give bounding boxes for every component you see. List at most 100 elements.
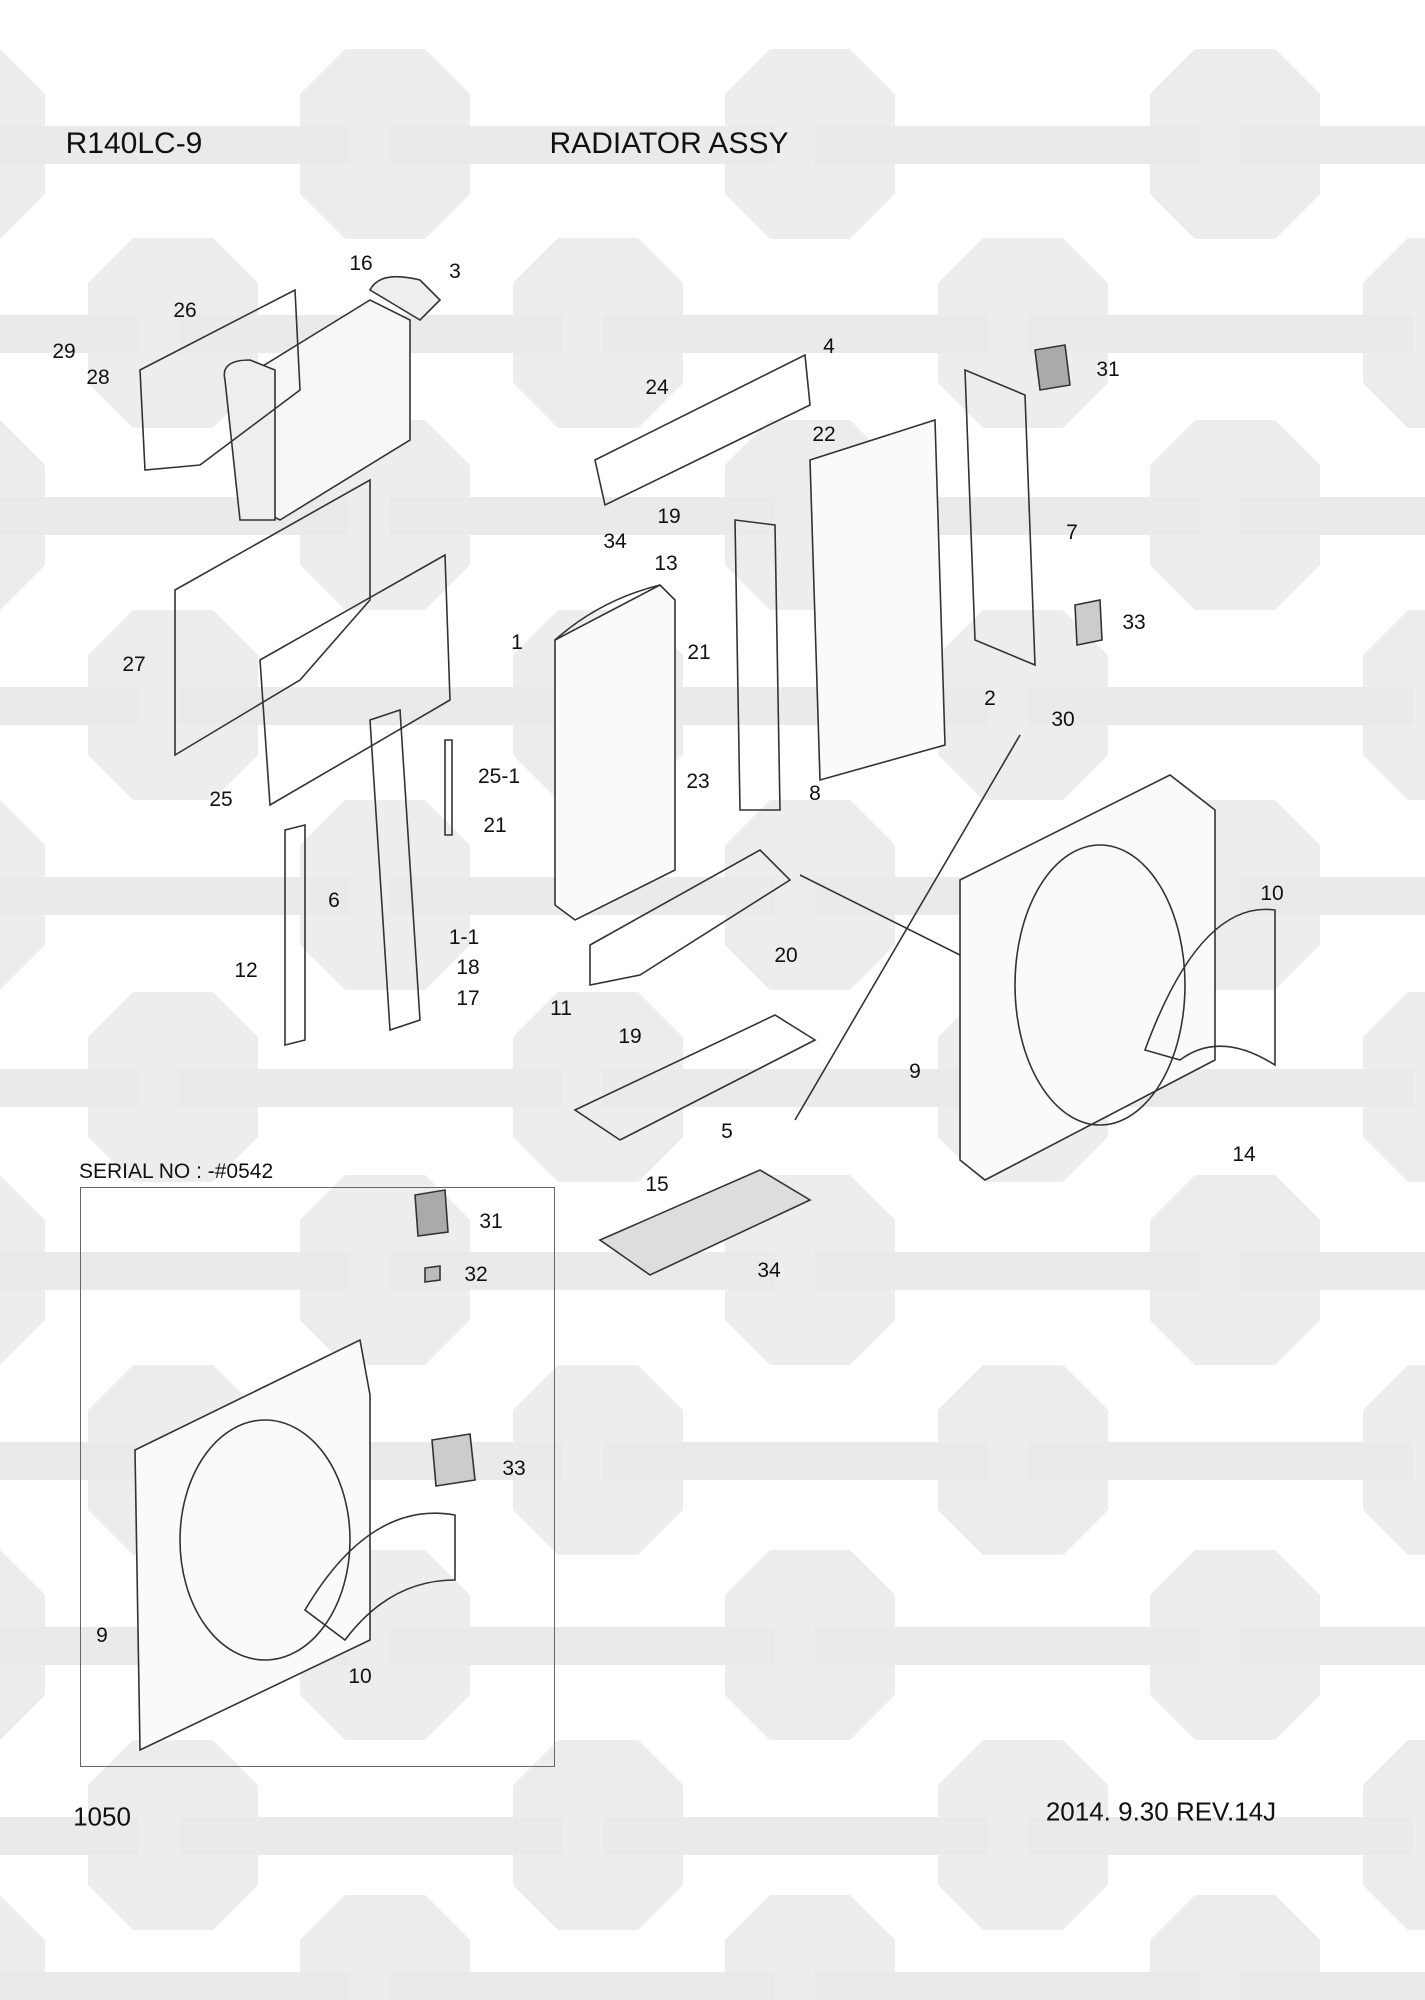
callout-label: 23 [686,770,710,793]
callout-label: 22 [812,423,836,446]
callout-label: 12 [234,959,258,982]
watermark-logo [1010,1550,1425,1740]
pad-33 [1074,599,1103,646]
watermark-logo [0,420,175,610]
watermark-logo [160,1175,600,1365]
callout-label: 18 [456,956,480,979]
watermark-logo [160,1895,600,2000]
callout-label: 32 [464,1263,488,1286]
watermark-logo [0,610,388,800]
watermark-logo [798,1365,1238,1555]
revision-date: 2014. 9.30 REV.14J [1045,1796,1277,1827]
callout-label: 7 [1066,521,1078,544]
page-number: 1050 [73,1801,131,1832]
inset-drawing [134,1189,476,1752]
callout-label: 5 [721,1120,733,1143]
callout-label: 2 [984,687,996,710]
callout-label: 19 [657,505,681,528]
callout-label: 30 [1051,708,1075,731]
callout-label: 34 [757,1259,781,1282]
watermark-logo [1010,1895,1425,2000]
bracket-4 [594,353,811,507]
callout-label: 19 [618,1025,642,1048]
callout-label: 3 [449,260,461,283]
callout-label: 24 [645,376,669,399]
watermark-logo [1223,992,1425,1182]
bracket-8 [734,519,781,811]
lower-tank-11 [589,849,792,986]
callout-label: 31 [1096,358,1120,381]
fan-shroud-9 [959,774,1216,1181]
watermark-logo [585,1550,1025,1740]
callout-label: 25 [209,788,233,811]
bracket-5 [573,1014,817,1141]
intercooler-part [223,275,442,521]
callout-label: 8 [809,782,821,805]
callout-label: 15 [645,1173,669,1196]
fan-guard-10 [1143,908,1276,1067]
watermark-logo [0,49,175,239]
callout-label: 29 [52,340,76,363]
watermark-logo [585,1175,1025,1365]
watermark-logo [373,1740,813,1930]
callout-label: 31 [479,1210,503,1233]
callout-label: 17 [456,987,480,1010]
callout-label: 10 [1260,882,1284,905]
callout-label: 26 [173,299,197,322]
watermark-logo [1223,238,1425,428]
callout-label: 16 [349,252,373,275]
watermark-logo [1010,1175,1425,1365]
watermark-logo [373,992,813,1182]
bracket-7 [964,368,1036,667]
watermark-logo [1223,1740,1425,1930]
callout-label: 25-1 [477,765,521,788]
watermark-logo [160,49,600,239]
callout-label: 4 [823,335,835,358]
callout-label: 1-1 [448,926,480,949]
cover-plate-26 [139,288,301,471]
callout-label: 27 [122,653,146,676]
condenser-25 [259,553,451,807]
pad-31 [1034,344,1071,391]
watermark-logo [1223,1365,1425,1555]
model-code: R140LC-9 [65,127,203,160]
watermark-logo [585,49,1025,239]
bracket-6 [369,708,421,1032]
callout-label: 9 [909,1060,921,1083]
watermark-logo [1223,610,1425,800]
plate-34 [598,1169,812,1276]
callout-label: 20 [774,944,798,967]
radiator-core-1 [554,584,676,921]
page-title: RADIATOR ASSY [549,127,789,160]
watermark-logo [0,800,175,990]
serial-note: SERIAL NO : -#0542 [79,1160,274,1183]
seal-12 [284,823,306,1047]
watermark-logo [1010,49,1425,239]
callout-label: 28 [86,366,110,389]
watermark-logo [1010,420,1425,610]
callout-label: 34 [603,530,627,553]
watermark-logo [0,992,388,1182]
watermark-logo [0,1895,175,2000]
callout-label: 13 [654,552,678,575]
callout-label: 33 [502,1457,526,1480]
watermark-logo [585,1895,1025,2000]
watermark-logo [0,238,388,428]
callout-label: 33 [1122,611,1146,634]
callout-label: 1 [511,631,523,654]
callout-label: 21 [687,641,711,664]
oil-cooler-2 [809,418,946,782]
callout-label: 6 [328,889,340,912]
callout-label: 21 [483,814,507,837]
watermark-logo [585,800,1025,990]
inset-frame [80,1187,555,1767]
callout-label: 11 [550,997,572,1020]
watermark-logo [0,1175,175,1365]
stay-30 [794,734,1021,1121]
watermark-logo [0,1740,388,1930]
callout-label: 10 [348,1665,372,1688]
watermark-logo [798,1740,1238,1930]
